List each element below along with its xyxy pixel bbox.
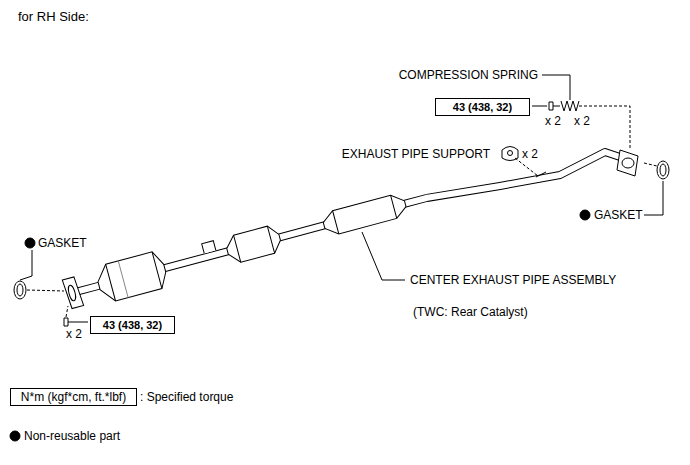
quantity-note: x 2 (66, 327, 82, 341)
legend-note: : Specified torque (140, 390, 233, 404)
torque-value: N*m (kgf*cm, ft.*lbf) (11, 390, 136, 404)
part-name: GASKET (38, 236, 87, 250)
quantity-note: x 2 (522, 147, 538, 161)
torque-box: 43 (438, 32) (90, 316, 175, 334)
torque-value: 43 (438, 32) (91, 318, 174, 332)
quantity-note: x 2 (574, 114, 590, 128)
torque-value: 43 (438, 32) (436, 100, 529, 114)
part-name: COMPRESSION SPRING (399, 68, 538, 82)
legend-text: Non-reusable part (24, 429, 120, 443)
torque-box: 43 (438, 32) (435, 98, 530, 116)
torque-legend-box: N*m (kgf*cm, ft.*lbf) (10, 388, 137, 406)
part-name: CENTER EXHAUST PIPE ASSEMBLY (410, 273, 616, 287)
page-heading: for RH Side: (18, 10, 89, 24)
quantity-note: x 2 (545, 114, 561, 128)
part-note: (TWC: Rear Catalyst) (413, 305, 528, 319)
part-name: GASKET (594, 208, 643, 222)
part-name: EXHAUST PIPE SUPPORT (342, 147, 490, 161)
